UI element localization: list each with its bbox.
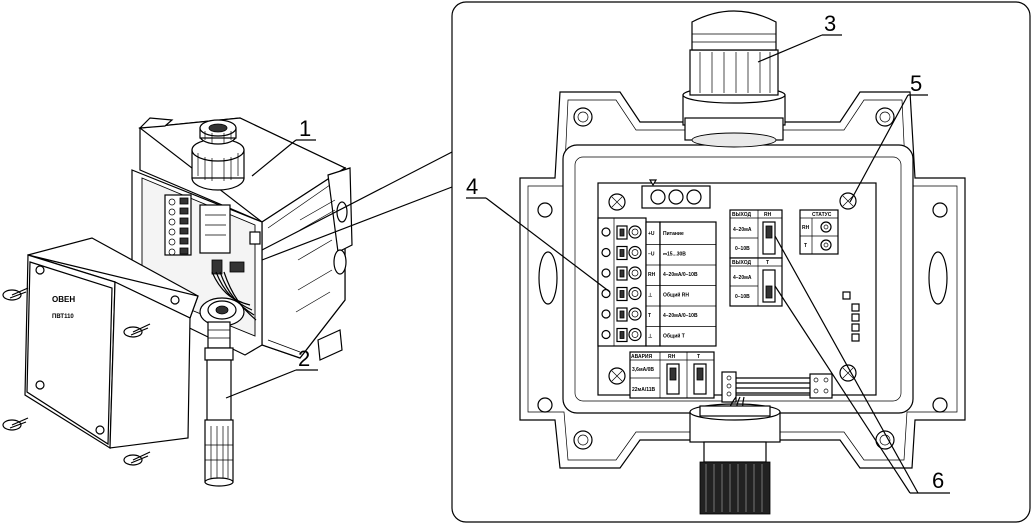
terminal-clamp-inner xyxy=(631,228,639,236)
terminal-hole xyxy=(601,268,611,278)
screw-4 xyxy=(123,451,151,466)
out-t-ch: T xyxy=(766,260,769,266)
callout-5: 5 xyxy=(849,71,928,203)
alarm-t: T xyxy=(697,354,700,360)
terminal-clamp-inner xyxy=(631,249,639,256)
lid-model: ПВТ110 xyxy=(52,314,74,320)
status-title: СТАТУС xyxy=(812,212,832,218)
terminal-label: Общий T xyxy=(663,333,685,340)
pcb-screws xyxy=(608,192,857,385)
callout-2: 2 xyxy=(225,346,318,399)
terminal-label: ⎓15...30В xyxy=(663,252,686,258)
side-label-lines xyxy=(295,199,336,313)
terminal-symbol: ⊥ xyxy=(648,293,653,299)
terminal-clamp-inner xyxy=(631,331,639,338)
out-rh-title: ВЫХОД xyxy=(732,212,752,218)
top-gland-detail xyxy=(682,10,786,148)
inner-terminals xyxy=(164,194,261,275)
alarm-rh: RH xyxy=(668,354,676,360)
terminal-label: 4–20мА/0–10В xyxy=(663,313,698,319)
screw-2 xyxy=(2,417,29,431)
output-rh-block: ВЫХОД RH 4–20мА 0–10В xyxy=(729,209,783,259)
terminal-block: +U Питание −U ⎓15...30В RH 4–20мА/0–10В ⊥ Общий… xyxy=(597,217,717,347)
lid-logo: ОВЕН xyxy=(52,295,75,304)
svg-text:5: 5 xyxy=(910,71,922,96)
svg-text:6: 6 xyxy=(932,468,944,493)
probe-connector xyxy=(699,371,833,417)
alarm-v1: 3,6мА/0В xyxy=(632,367,654,373)
status-block: СТАТУС RH T xyxy=(799,209,839,255)
terminal-clamp xyxy=(628,327,642,342)
terminal-clamp xyxy=(628,245,642,260)
terminal-symbol: T xyxy=(648,313,651,319)
callout-6: 6 xyxy=(774,235,950,494)
callout-1: 1 xyxy=(251,116,316,177)
top-connector xyxy=(641,179,711,209)
pads xyxy=(842,291,860,342)
terminal-screw xyxy=(619,290,625,298)
detail-leaders xyxy=(261,151,453,261)
screw-1 xyxy=(2,287,29,301)
alarm-block: АВАРИЯ RH T 3,6мА/0В 22мА/11В xyxy=(629,351,715,399)
out-t-title: ВЫХОД xyxy=(732,260,752,266)
terminal-hole xyxy=(601,227,611,237)
terminal-screw xyxy=(619,269,625,278)
terminal-clamp xyxy=(628,225,642,239)
callout-4: 4 xyxy=(466,174,611,293)
alarm-v2: 22мА/11В xyxy=(632,387,656,393)
exploded-view: ОВЕН ПВТ110 1 xyxy=(2,116,353,487)
terminal-screw xyxy=(619,331,625,339)
output-t-block: ВЫХОД T 4–20мА 0–10В xyxy=(729,257,783,307)
terminal-hole xyxy=(601,329,611,340)
terminal-symbol: ⊥ xyxy=(648,334,653,340)
detail-panel: +U Питание −U ⎓15...30В RH 4–20мА/0–10В ⊥ Общий… xyxy=(451,1,1031,523)
terminal-screw xyxy=(619,249,625,257)
svg-text:3: 3 xyxy=(824,11,836,36)
terminal-clamp xyxy=(628,307,642,321)
terminal-symbol: RH xyxy=(648,272,656,278)
screw-3 xyxy=(123,323,151,338)
top-cable-gland xyxy=(191,119,245,191)
out-rh-opt2: 0–10В xyxy=(735,246,750,252)
terminal-clamp-inner xyxy=(631,269,639,277)
out-rh-ch: RH xyxy=(764,212,772,218)
terminal-hole xyxy=(601,247,611,258)
mount-holes xyxy=(537,107,948,450)
terminal-clamp xyxy=(628,286,642,301)
bottom-gland-detail xyxy=(689,403,781,515)
terminal-symbol: +U xyxy=(648,231,655,237)
terminal-symbol: −U xyxy=(648,252,655,258)
svg-text:2: 2 xyxy=(298,346,310,371)
out-rh-opt1: 4–20мА xyxy=(733,227,752,233)
terminal-clamp-inner xyxy=(631,310,639,318)
out-t-opt1: 4–20мА xyxy=(733,275,752,281)
svg-text:4: 4 xyxy=(466,174,478,199)
terminal-label: Питание xyxy=(663,231,684,237)
lid: ОВЕН ПВТ110 xyxy=(24,237,199,450)
status-t: T xyxy=(804,243,807,249)
terminal-screw xyxy=(619,310,625,319)
terminal-screw xyxy=(619,228,625,237)
callout-3: 3 xyxy=(757,11,842,63)
status-rh: RH xyxy=(802,225,810,231)
sensor-probe xyxy=(204,321,234,487)
terminal-hole xyxy=(601,309,611,319)
out-t-opt2: 0–10В xyxy=(735,294,750,300)
svg-text:1: 1 xyxy=(299,116,311,141)
terminal-label: 4–20мА/0–10В xyxy=(663,272,698,278)
terminal-clamp xyxy=(628,266,642,280)
terminal-clamp-inner xyxy=(631,290,639,297)
alarm-title: АВАРИЯ xyxy=(631,354,653,360)
terminal-label: Общий RH xyxy=(663,292,689,299)
